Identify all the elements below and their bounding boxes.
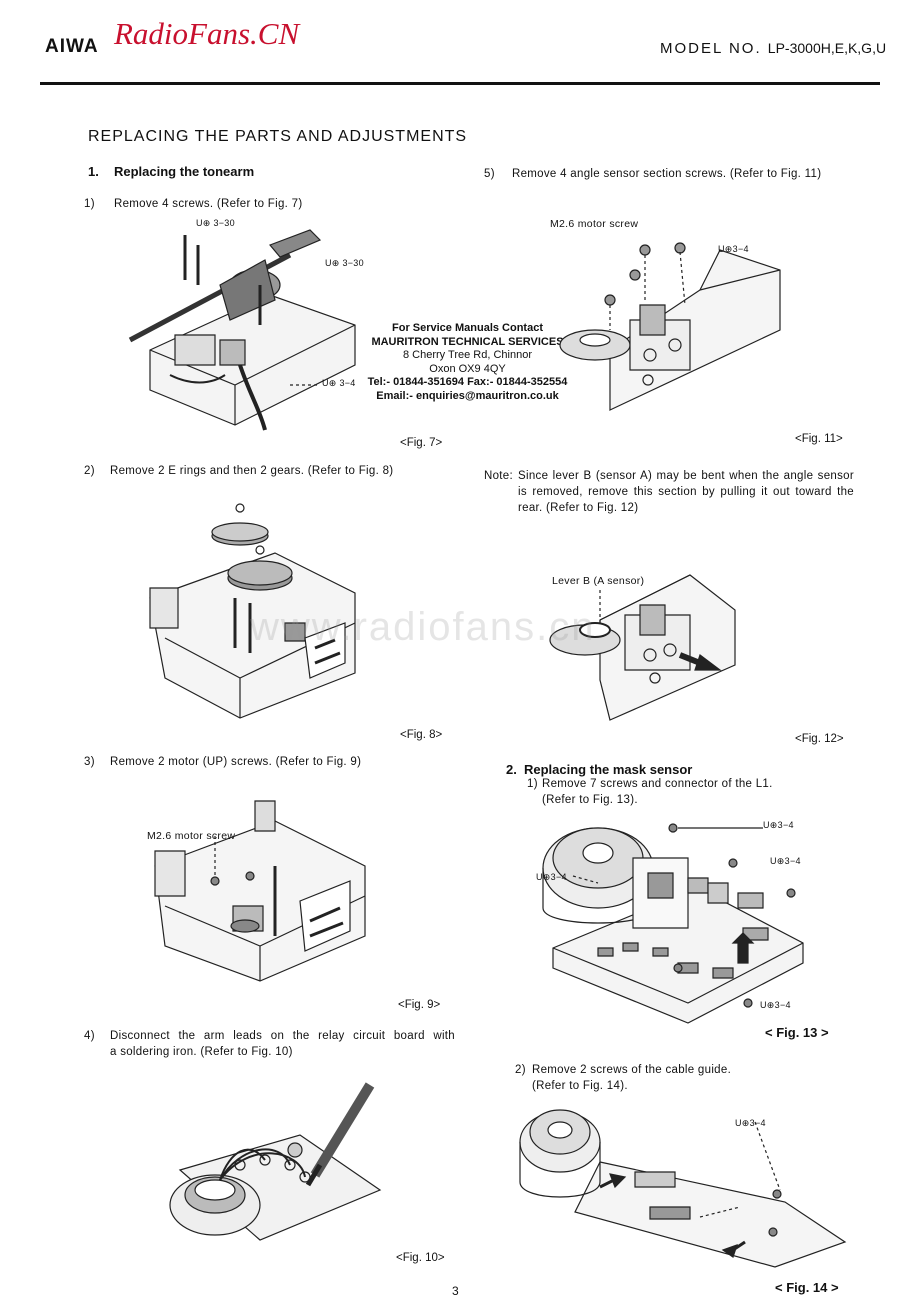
fig9-motor-illustration <box>155 796 380 986</box>
sub-1-line-1: Remove 7 screws and connector of the L1. <box>542 778 773 790</box>
brand-name: AIWA <box>45 36 99 57</box>
fig13-caption: < Fig. 13 > <box>765 1025 829 1040</box>
fig11-angle-sensor-illustration <box>550 230 785 415</box>
sub-2-line-2: (Refer to Fig. 14). <box>532 1080 628 1092</box>
site-watermark-logo: RadioFans.CN <box>114 16 300 51</box>
step-4-number: 4) <box>84 1030 95 1042</box>
fig11-callout: M2.6 motor screw <box>550 218 639 230</box>
fig9-callout: M2.6 motor screw <box>147 830 236 842</box>
fig14-cable-guide-illustration <box>515 1102 860 1272</box>
note-label: Note: <box>484 470 513 482</box>
fig7-screw-label-right: U⊕ 3−30 <box>325 258 364 268</box>
fig12-caption: <Fig. 12> <box>795 733 844 745</box>
contact-line-4: Oxon OX9 4QY <box>429 362 506 375</box>
fig14-screw-label: U⊕3−4 <box>735 1118 766 1128</box>
fig13-mask-sensor-illustration <box>538 818 823 1028</box>
step-4-text-line2: a soldering iron. (Refer to Fig. 10) <box>110 1046 293 1058</box>
fig13-screw-label-d: U⊕3−4 <box>760 1000 791 1010</box>
fig7-caption: <Fig. 7> <box>400 437 443 449</box>
fig11-screw-label: U⊕3−4 <box>718 244 749 254</box>
fig7-tonearm-illustration <box>120 225 370 430</box>
fig7-screw-label-top: U⊕ 3−30 <box>196 218 235 228</box>
fig11-caption: <Fig. 11> <box>795 433 843 445</box>
fig9-caption: <Fig. 9> <box>398 999 441 1011</box>
header-rule <box>40 82 880 85</box>
fig13-screw-label-a: U⊕3−4 <box>763 820 794 830</box>
heading-2-title: Replacing the mask sensor <box>524 762 693 777</box>
fig10-caption: <Fig. 10> <box>396 1252 445 1264</box>
page-number: 3 <box>452 1284 459 1298</box>
sub-2-line-1: Remove 2 screws of the cable guide. <box>532 1064 732 1076</box>
fig8-gears-illustration <box>145 498 375 720</box>
note-line-2: is removed, remove this section by pulli… <box>518 486 854 498</box>
heading-1-number: 1. <box>88 164 99 179</box>
fig7-screw-label-bottom: U⊕ 3−4 <box>322 378 356 388</box>
step-4-text-line1: Disconnect the arm leads on the relay ci… <box>110 1030 455 1042</box>
fig14-caption: < Fig. 14 > <box>775 1280 839 1295</box>
step-3-text: Remove 2 motor (UP) screws. (Refer to Fi… <box>110 756 362 768</box>
model-number: LP-3000H,E,K,G,U <box>767 40 887 56</box>
step-2-number: 2) <box>84 465 95 477</box>
note-line-1: Since lever B (sensor A) may be bent whe… <box>518 470 854 482</box>
fig10-soldering-illustration <box>160 1080 385 1255</box>
fig13-screw-label-b: U⊕3−4 <box>770 856 801 866</box>
service-contact-stamp: For Service Manuals Contact MAURITRON TE… <box>360 322 575 403</box>
contact-line-6: Email:- enquiries@mauritron.co.uk <box>376 389 559 402</box>
background-watermark: www.radiofans.cn <box>250 605 596 649</box>
fig12-callout: Lever B (A sensor) <box>552 575 645 587</box>
step-2-text: Remove 2 E rings and then 2 gears. (Refe… <box>110 465 394 477</box>
step-3-number: 3) <box>84 756 95 768</box>
model-label: MODEL NO. LP-3000H,E,K,G,U <box>660 40 887 57</box>
contact-line-1: For Service Manuals Contact <box>392 322 543 334</box>
sub-1-number: 1) <box>527 778 538 790</box>
fig12-lever-illustration <box>540 560 740 725</box>
contact-line-2: MAURITRON TECHNICAL SERVICES <box>371 335 564 348</box>
section-title: REPLACING THE PARTS AND ADJUSTMENTS <box>88 128 468 145</box>
sub-1-line-2: (Refer to Fig. 13). <box>542 794 638 806</box>
note-line-3: rear. (Refer to Fig. 12) <box>518 502 639 514</box>
heading-1-title: Replacing the tonearm <box>114 164 255 179</box>
fig8-caption: <Fig. 8> <box>400 729 443 741</box>
fig13-screw-label-c: U⊕3−4 <box>536 872 567 882</box>
step-5-text: Remove 4 angle sensor section screws. (R… <box>512 168 822 180</box>
heading-2-number: 2. <box>506 762 517 777</box>
step-1-text: Remove 4 screws. (Refer to Fig. 7) <box>114 198 303 210</box>
sub-2-number: 2) <box>515 1064 526 1076</box>
contact-line-5: Tel:- 01844-351694 Fax:- 01844-352554 <box>367 376 568 388</box>
step-1-number: 1) <box>84 198 95 210</box>
contact-line-3: 8 Cherry Tree Rd, Chinnor <box>403 349 532 361</box>
step-5-number: 5) <box>484 168 495 180</box>
